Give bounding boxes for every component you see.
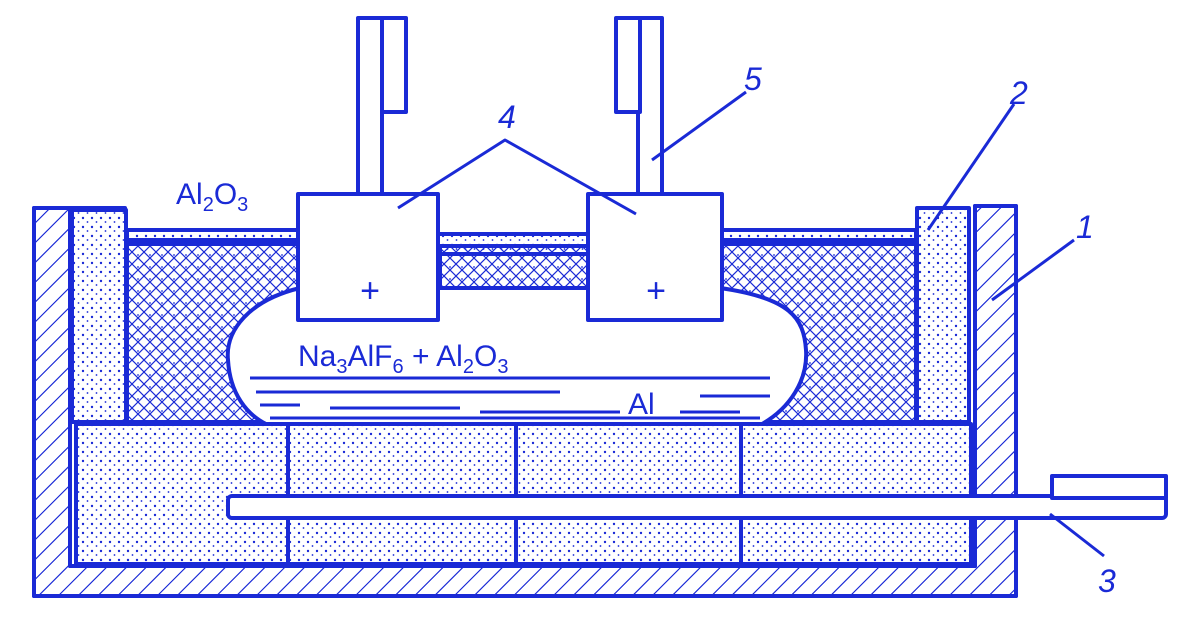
cathode-bar-end [1050,474,1168,500]
anode-rod-left [356,16,384,196]
callout-4: 4 [498,99,516,135]
callout-1: 1 [1076,209,1094,245]
leader-1 [991,238,1075,302]
lining-right [915,206,971,424]
metal-label: Al [628,388,655,421]
anode-sign-left: + [360,272,380,310]
lining-left [70,208,128,424]
callout-3: 3 [1098,563,1116,599]
leader-3 [1049,512,1105,558]
leader-2 [926,103,1016,231]
alumina-layer-middle [436,232,590,256]
alumina-label: Al2O3 [176,178,248,216]
leader-4 [397,138,637,216]
alumina-layer-left [125,228,301,246]
cathode-bar [226,494,1168,520]
alumina-layer-right [718,228,918,246]
bottom-block-6 [514,516,743,566]
bottom-block-7 [739,516,973,566]
callout-5: 5 [744,61,762,97]
bottom-block-2 [286,422,518,498]
anode-left [296,192,440,322]
anode-sign-right: + [646,272,666,310]
anode-rod-right-clamp [614,16,642,114]
electrolyte-label: Na3AlF6 + Al2O3 [298,340,508,378]
molten-aluminium-lines [250,376,770,420]
callout-2: 2 [1009,75,1028,111]
anode-rod-left-clamp [380,16,408,114]
bottom-block-4 [739,422,973,498]
bottom-block-5 [286,516,518,566]
bottom-block-3 [514,422,743,498]
anode-right [586,192,724,322]
leader-5 [651,90,747,162]
